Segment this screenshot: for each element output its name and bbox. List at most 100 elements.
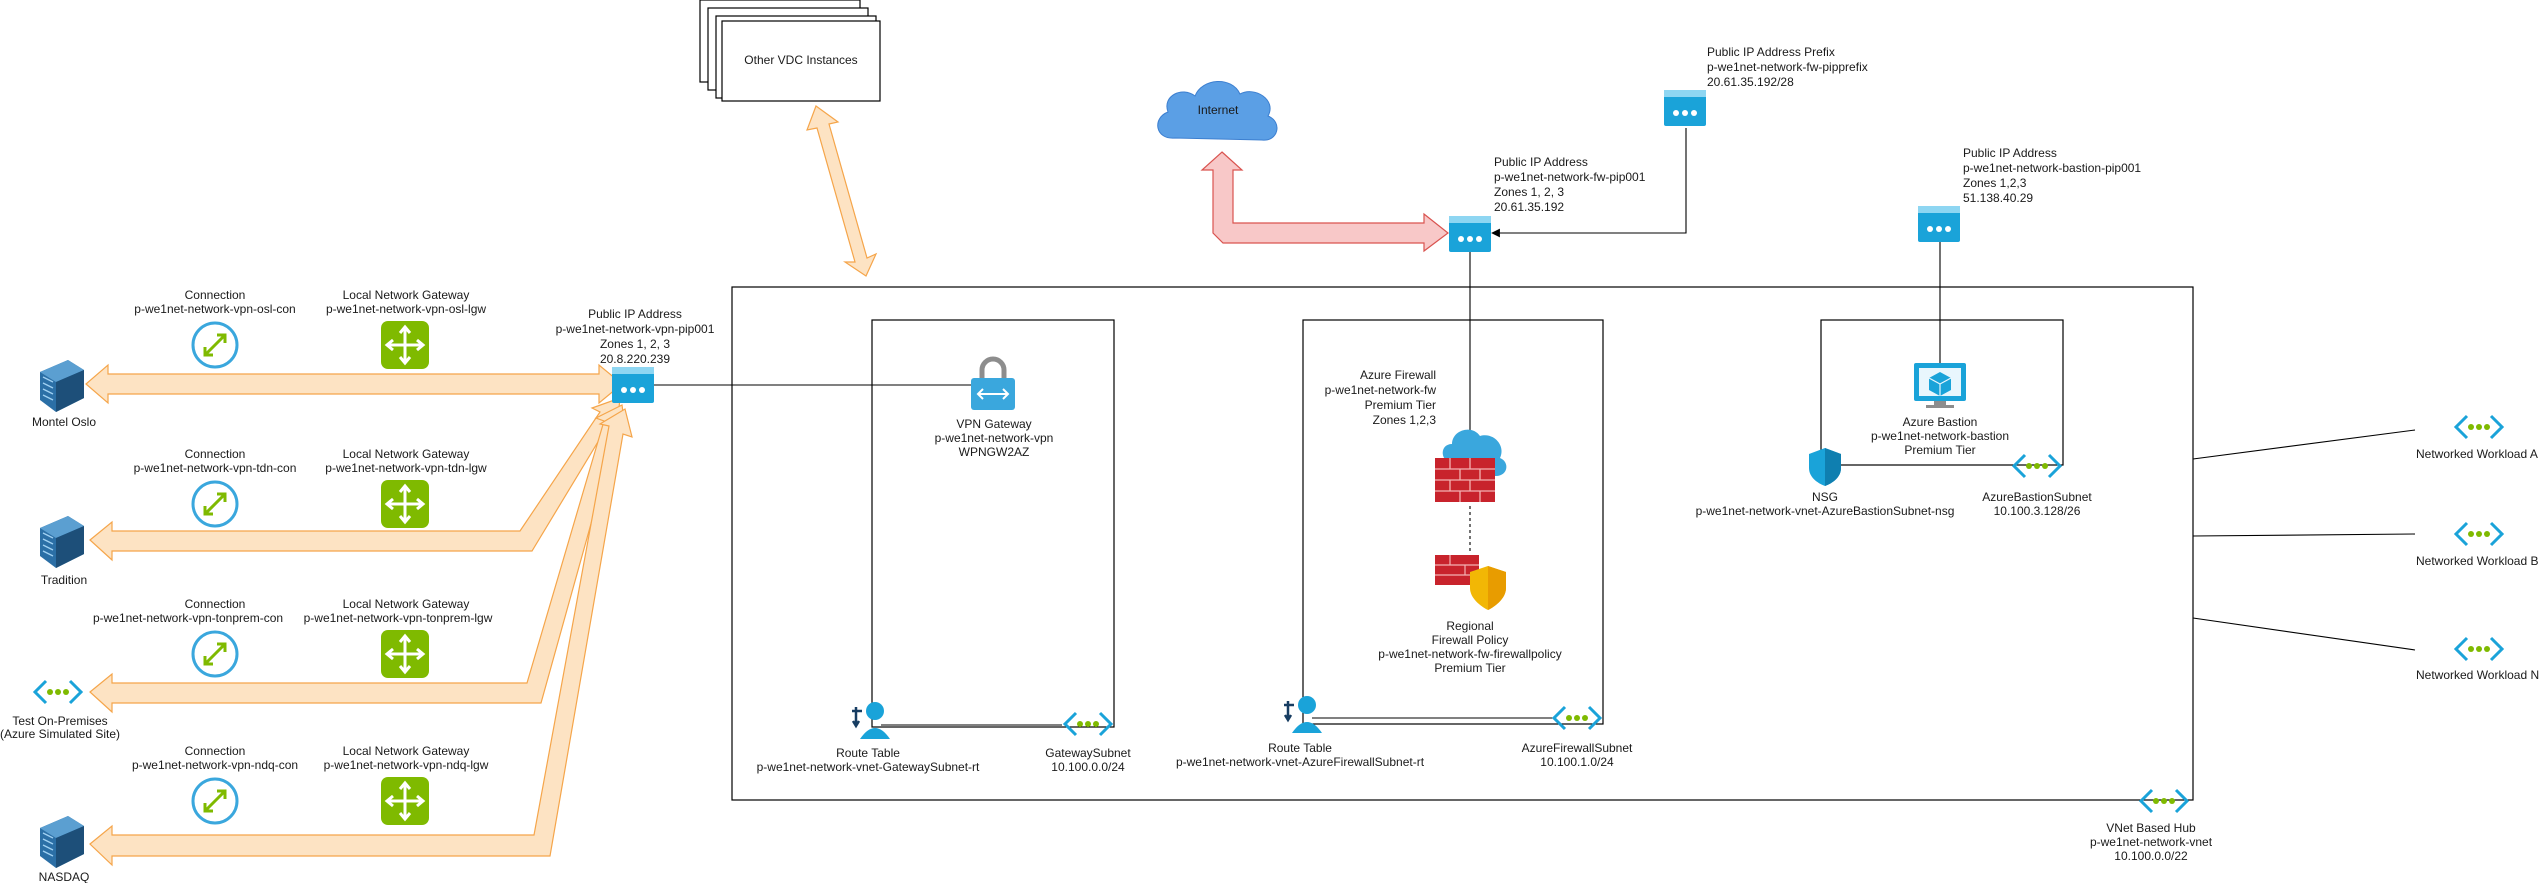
workload-a-node[interactable]: Networked Workload A (2416, 414, 2538, 461)
site-label: NASDAQ (39, 870, 90, 883)
hub-to-workload-b-line (2192, 533, 2416, 537)
lng-label-2: p-we1net-network-vpn-tonprem-lgw (304, 611, 493, 625)
site-test-on-premises[interactable]: Test On-Premises (Azure Simulated Site) (0, 679, 120, 741)
hub-label-2: p-we1net-network-vnet (2090, 835, 2213, 849)
network-icon (2454, 521, 2504, 547)
firewall-subnet-node[interactable]: AzureFirewallSubnet 10.100.1.0/24 (1522, 705, 1633, 769)
lng-tonprem[interactable]: Local Network Gateway p-we1net-network-v… (304, 597, 493, 680)
hub-to-workload-n-line (2192, 617, 2416, 651)
fw-policy-label-2: Firewall Policy (1432, 633, 1509, 647)
connection-label-2: p-we1net-network-vpn-tdn-con (134, 461, 297, 475)
gateway-subnet-node[interactable]: GatewaySubnet 10.100.0.0/24 (1045, 711, 1131, 774)
pip-prefix-node[interactable]: Public IP Address Prefix p-we1net-networ… (1664, 45, 1868, 126)
firewall-policy-node[interactable]: Regional Firewall Policy p-we1net-networ… (1378, 555, 1562, 675)
fw-route-label-2: p-we1net-network-vnet-AzureFirewallSubne… (1176, 755, 1425, 769)
vpn-gateway-label-1: VPN Gateway (956, 417, 1031, 431)
gw-subnet-label-1: GatewaySubnet (1045, 746, 1131, 760)
firewall-icon (1435, 429, 1507, 502)
vpn-pip-icon (612, 367, 654, 403)
workload-b-node[interactable]: Networked Workload B (2416, 521, 2539, 568)
fw-policy-label-1: Regional (1446, 619, 1493, 633)
connection-ndq[interactable]: Connection p-we1net-network-vpn-ndq-con (132, 744, 298, 825)
pip-prefix-icon (1664, 90, 1706, 126)
subnet-icon (2139, 788, 2189, 814)
lng-label-1: Local Network Gateway (343, 447, 470, 461)
lng-label-1: Local Network Gateway (343, 288, 470, 302)
site-nasdaq[interactable]: NASDAQ (39, 815, 90, 883)
fw-policy-label-3: p-we1net-network-fw-firewallpolicy (1378, 647, 1561, 661)
fw-subnet-label-2: 10.100.1.0/24 (1540, 755, 1614, 769)
bastion-subnet-label-1: AzureBastionSubnet (1982, 490, 2092, 504)
bastion-label-1: Azure Bastion (1903, 415, 1978, 429)
connection-label-1: Connection (185, 288, 246, 302)
vpn-pip-label-1: Public IP Address (588, 307, 682, 321)
connection-label-2: p-we1net-network-vpn-tonprem-con (93, 611, 283, 625)
site-tradition[interactable]: Tradition (39, 515, 87, 587)
network-icon (2454, 414, 2504, 440)
vpn-pip-label-3: Zones 1, 2, 3 (600, 337, 670, 351)
hub-label-1: VNet Based Hub (2106, 821, 2196, 835)
connection-osl[interactable]: Connection p-we1net-network-vpn-osl-con (134, 288, 296, 369)
hub-to-workload-a-line (2192, 429, 2416, 460)
site-montel-oslo[interactable]: Montel Oslo (32, 359, 96, 429)
subnet-icon (1552, 705, 1602, 731)
connection-tdn[interactable]: Connection p-we1net-network-vpn-tdn-con (134, 447, 297, 528)
bastion-subnet-node[interactable]: AzureBastionSubnet 10.100.3.128/26 (1982, 453, 2092, 518)
local-network-gateway-icon (379, 775, 431, 827)
gw-route-table-node[interactable]: Route Table p-we1net-network-vnet-Gatewa… (757, 700, 980, 774)
pip-prefix-label-1: Public IP Address Prefix (1707, 45, 1835, 59)
fw-pip-label-4: 20.61.35.192 (1494, 200, 1564, 214)
workload-n-node[interactable]: Networked Workload N (2416, 636, 2539, 682)
lng-ndq[interactable]: Local Network Gateway p-we1net-network-v… (324, 744, 489, 827)
subnet-icon (2012, 453, 2062, 479)
bastion-pip-icon (1918, 206, 1960, 242)
bastion-pip-node[interactable]: Public IP Address p-we1net-network-basti… (1918, 146, 2141, 242)
workload-n-label: Networked Workload N (2416, 668, 2539, 682)
connection-icon (191, 777, 239, 825)
workload-b-label: Networked Workload B (2416, 554, 2539, 568)
other-vdc-label: Other VDC Instances (744, 53, 857, 67)
bastion-node[interactable]: Azure Bastion p-we1net-network-bastion P… (1871, 363, 2009, 457)
site-label: Tradition (41, 573, 87, 587)
firewall-label-4: Zones 1,2,3 (1373, 413, 1437, 427)
fw-route-table-node[interactable]: Route Table p-we1net-network-vnet-AzureF… (1176, 694, 1425, 769)
local-network-gateway-icon (379, 628, 431, 680)
building-icon (39, 815, 85, 869)
lng-tdn[interactable]: Local Network Gateway p-we1net-network-v… (325, 447, 487, 530)
firewall-node[interactable]: Azure Firewall p-we1net-network-fw Premi… (1325, 368, 1507, 502)
vpn-pip-node[interactable]: Public IP Address p-we1net-network-vpn-p… (556, 307, 715, 403)
lng-osl[interactable]: Local Network Gateway p-we1net-network-v… (326, 288, 486, 371)
local-network-gateway-icon (379, 319, 431, 371)
bastion-pip-label-3: Zones 1,2,3 (1963, 176, 2027, 190)
vpn-gateway-label-3: WPNGW2AZ (959, 445, 1030, 459)
hub-vnet-node[interactable]: VNet Based Hub p-we1net-network-vnet 10.… (2090, 788, 2213, 863)
fw-pip-node[interactable]: Public IP Address p-we1net-network-fw-pi… (1449, 155, 1646, 252)
route-table-icon (850, 700, 892, 741)
connection-label-2: p-we1net-network-vpn-ndq-con (132, 758, 298, 772)
bastion-label-2: p-we1net-network-bastion (1871, 429, 2009, 443)
fw-subnet-label-1: AzureFirewallSubnet (1522, 741, 1633, 755)
vdc-hub-arrow (806, 105, 878, 277)
firewall-subnet-box (1302, 319, 1604, 725)
firewall-label-1: Azure Firewall (1360, 368, 1436, 382)
prefix-to-fw-pip-line (1491, 128, 1687, 238)
bastion-icon (1914, 363, 1966, 408)
lng-label-2: p-we1net-network-vpn-tdn-lgw (325, 461, 487, 475)
gw-route-label-2: p-we1net-network-vnet-GatewaySubnet-rt (757, 760, 980, 774)
connection-label-1: Connection (185, 597, 246, 611)
vpn-gateway-label-2: p-we1net-network-vpn (935, 431, 1054, 445)
site-label: Test On-Premises (12, 714, 107, 728)
nsg-node[interactable]: NSG p-we1net-network-vnet-AzureBastionSu… (1696, 448, 1955, 518)
connection-label-1: Connection (185, 447, 246, 461)
other-vdc-instances[interactable]: Other VDC Instances (699, 0, 881, 102)
vpn-pip-label-2: p-we1net-network-vpn-pip001 (556, 322, 715, 336)
lng-label-2: p-we1net-network-vpn-osl-lgw (326, 302, 486, 316)
internet-cloud[interactable]: Internet (1157, 81, 1278, 141)
subnet-icon (1063, 711, 1113, 737)
connection-tonprem[interactable]: Connection p-we1net-network-vpn-tonprem-… (93, 597, 283, 678)
connection-label-1: Connection (185, 744, 246, 758)
hub-label-3: 10.100.0.0/22 (2114, 849, 2188, 863)
vpn-gateway-node[interactable]: VPN Gateway p-we1net-network-vpn WPNGW2A… (935, 356, 1054, 459)
fw-route-label-1: Route Table (1268, 741, 1332, 755)
hub-vnet-box (731, 286, 2194, 801)
